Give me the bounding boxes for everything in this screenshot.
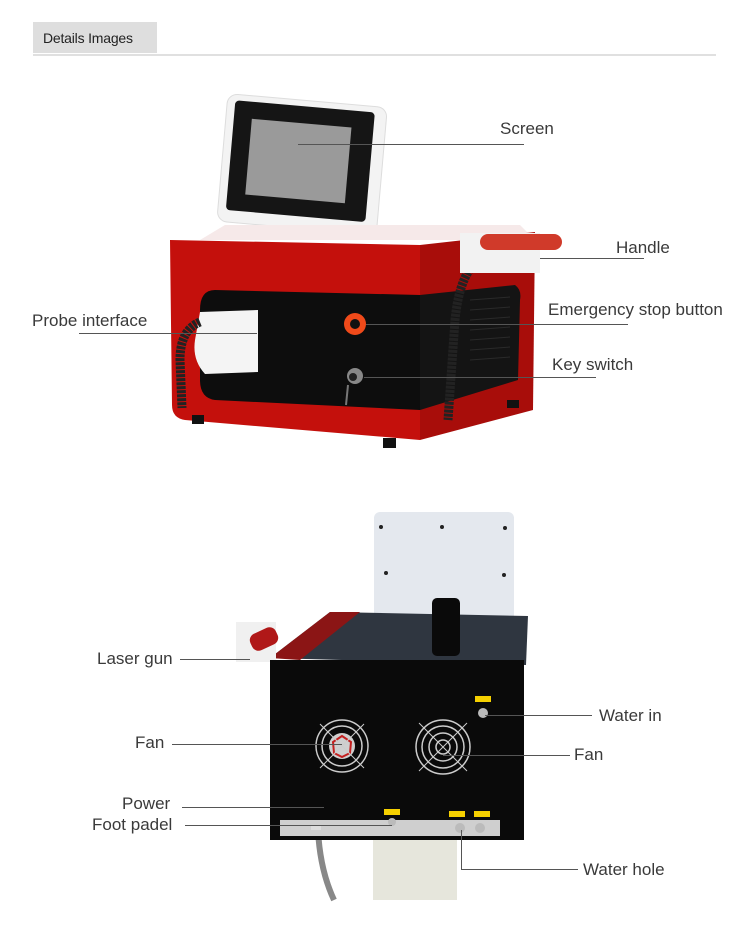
- label-fan-left: Fan: [135, 733, 165, 752]
- callout-line-laser-gun: [180, 659, 250, 660]
- callout-line-foot-padel: [185, 825, 392, 826]
- callout-line-water-hole: [461, 869, 578, 870]
- callout-line-power: [182, 807, 324, 808]
- back-machine-illustration: [236, 512, 528, 902]
- label-key-switch: Key switch: [552, 355, 634, 374]
- callout-line-fan-right: [443, 755, 570, 756]
- section-title: Details Images: [43, 30, 133, 46]
- callout-vline-water-hole: [461, 830, 462, 870]
- label-probe-interface: Probe interface: [32, 311, 148, 330]
- section-divider: [33, 54, 716, 56]
- label-screen: Screen: [500, 119, 554, 138]
- callout-line-handle: [540, 258, 644, 259]
- front-machine-illustration: [170, 93, 562, 448]
- callout-line-key-switch: [364, 377, 596, 378]
- label-laser-gun: Laser gun: [97, 649, 173, 668]
- section-header-tab: Details Images: [33, 22, 157, 53]
- label-fan-right: Fan: [574, 745, 604, 764]
- callout-line-emergency-stop: [366, 324, 628, 325]
- label-water-hole: Water hole: [583, 860, 665, 879]
- callout-line-screen: [298, 144, 524, 145]
- label-power: Power: [122, 794, 171, 813]
- callout-line-probe: [79, 333, 257, 334]
- callout-line-fan-left: [172, 744, 342, 745]
- label-foot-padel: Foot padel: [92, 815, 173, 834]
- label-handle: Handle: [616, 238, 670, 257]
- label-water-in: Water in: [599, 706, 662, 725]
- callout-line-water-in: [485, 715, 592, 716]
- label-emergency-stop: Emergency stop button: [548, 300, 723, 319]
